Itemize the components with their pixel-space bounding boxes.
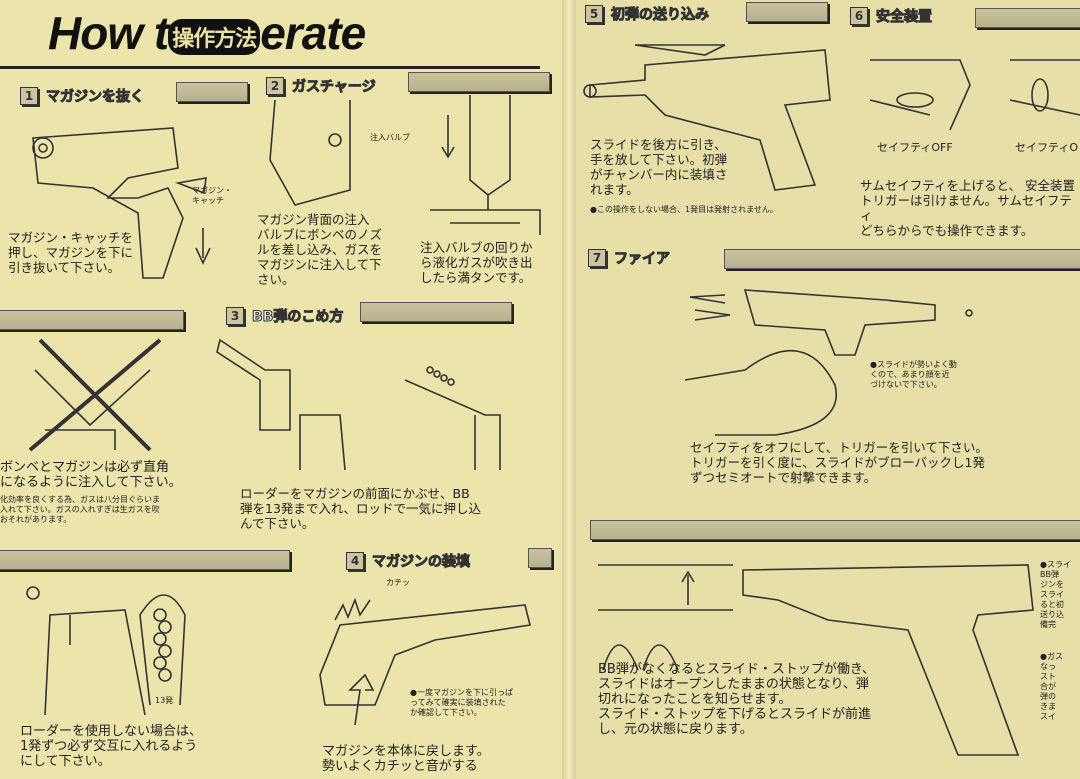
bb-loader-illustration (216, 338, 501, 471)
slide-pull-illustration (583, 44, 831, 191)
heading-text: 安全装置 (876, 9, 933, 26)
section-7-text: セイフティをオフにして、トリガーを引いて下さい。 トリガーを引く度に、スライドが… (690, 440, 988, 485)
safety-on-label: セイフティO (1015, 141, 1078, 154)
section-2-text: マガジン背面の注入 バルブにボンベのノズ ルを差し込み、ガスを マガジンに注入し… (257, 212, 383, 287)
pistol-illustration (32, 127, 211, 279)
section-bar (0, 310, 184, 330)
right-page (574, 0, 1080, 779)
slide-warning-note: ●スライドが勢いよく動 くので、あまり顔を近 づけないで下さい。 (870, 360, 957, 389)
magazine-back-illustration (269, 99, 351, 206)
section-1-heading: 1 マガジンを抜く (20, 86, 145, 106)
section-bar (528, 548, 552, 568)
section-number: 5 (585, 5, 603, 23)
section-bar (0, 550, 290, 570)
injection-valve-label: 注入バルブ (370, 133, 410, 142)
section-1-text: マガジン・キャッチを 押し、マガジンを下に 引き抜いて下さい。 (8, 230, 134, 275)
side-note-2: ●ガス なっ スト 合が 弾の きま スイ (1040, 652, 1063, 721)
section-bar (590, 520, 1080, 540)
title-japanese: 操作方法 (168, 18, 261, 55)
magazine-catch-label: マガジン・ キャッチ (192, 186, 232, 205)
section-6-text: サムセイフティを上げると、 安全装置 トリガーは引けません。サムセイフティ どち… (860, 178, 1075, 238)
title-rule (0, 66, 540, 69)
magazine-check-note: ●一度マガジンを下に引っぱ ってみて確実に装填された か確認して下さい。 (410, 688, 513, 717)
chamber-note: ●この操作をしない場合、1発目は発射されません。 (590, 205, 778, 214)
section-bar (360, 302, 512, 322)
heading-text: マガジンの装填 (372, 554, 471, 571)
heading-text: 初弾の送り込み (611, 7, 710, 24)
section-bar (975, 8, 1080, 28)
heading-text: マガジンを抜く (46, 89, 145, 106)
section-number: 6 (850, 7, 868, 25)
wrong-angle-crossed-illustration (28, 338, 162, 452)
section-4-heading: 4 マガジンの装填 (346, 551, 471, 571)
section-3-heading: 3 BB弾のこめ方 (226, 306, 344, 326)
thirteen-rounds-label: 13発 (155, 696, 174, 705)
section-3-text: ローダーをマガジンの前面にかぶせ、BB 弾を13発まで入れ、ロッドで一気に押し込… (240, 486, 482, 531)
slide-stop-text: BB弾がなくなるとスライド・ストップが働き、 スライドはオープンしたままの状態と… (598, 662, 875, 737)
section-5-heading: 5 初弾の送り込み (585, 4, 710, 24)
heading-text: ファイア (614, 251, 671, 268)
side-note-1: ●スライ BB弾 ジンを スライ ると初 送り込 備完 (1040, 560, 1071, 629)
gas-charge-illustration (430, 95, 541, 235)
manual-loading-text: ローダーを使用しない場合は、 1発ずつ必ず交互に入れるよう にして下さい。 (20, 724, 203, 769)
heading-text: ガスチャージ (292, 79, 377, 96)
safety-illustration (869, 59, 1080, 131)
section-bar (408, 72, 550, 92)
section-bar (746, 2, 828, 22)
section-2-text-2: 注入バルブの回りか ら液化ガスが吹き出 したら満タンです。 (420, 240, 533, 285)
section-number: 7 (588, 249, 606, 267)
section-4-text: マガジンを本体に戻します。 勢いよくカチッと音がする (322, 744, 490, 774)
section-2-heading: 2 ガスチャージ (266, 76, 376, 96)
heading-text: BB弾のこめ方 (251, 309, 344, 326)
page-gutter (562, 0, 576, 779)
manual-loading-illustration (26, 586, 186, 716)
section-number: 3 (226, 307, 244, 325)
section-bar (176, 82, 248, 102)
title-suffix: erate (260, 7, 366, 59)
section-number: 1 (20, 87, 38, 105)
section-number: 2 (266, 77, 284, 95)
safety-off-label: セイフティOFF (877, 141, 953, 154)
section-5-text: スライドを後方に引き、 手を放して下さい。初弾 がチャンバー内に装填さ れます。 (590, 137, 728, 197)
gas-note: 化効率を良くする為、ガスは八分目ぐらいま 入れて下さい。ガスの入れすぎは生ガスを… (0, 495, 160, 524)
title-prefix: How t (48, 7, 169, 59)
warning-text: ボンベとマガジンは必ず直角 になるように注入して下さい。 (0, 460, 182, 490)
section-7-heading: 7 ファイア (588, 248, 671, 268)
section-6-heading: 6 安全装置 (850, 6, 933, 26)
firing-hand-illustration (684, 289, 973, 436)
slide-stop-illustration (598, 564, 1034, 756)
click-sound-effect: カチッ (386, 578, 410, 587)
section-bar (724, 249, 1080, 269)
left-page (0, 0, 566, 779)
magazine-insert-illustration (319, 597, 531, 726)
section-number: 4 (346, 552, 364, 570)
